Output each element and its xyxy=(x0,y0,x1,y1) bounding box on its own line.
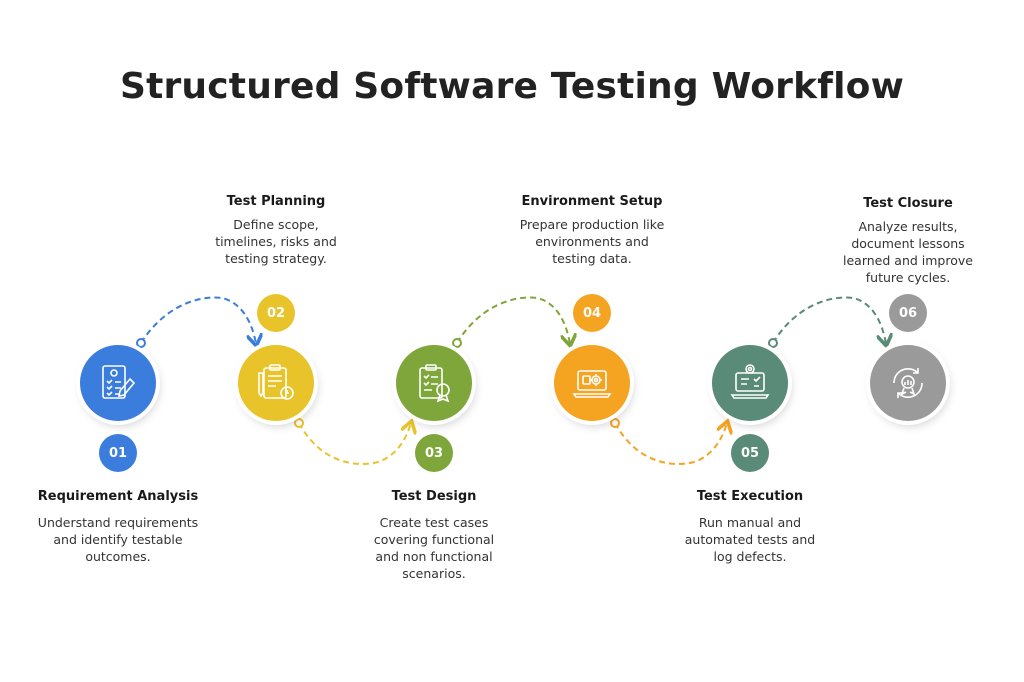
step-02-badge: 02 xyxy=(257,294,295,332)
step-04-circle xyxy=(554,345,630,421)
step-01-badge: 01 xyxy=(99,434,137,472)
cycle-report-icon xyxy=(893,368,923,398)
step-04-desc: Prepare production like environments and… xyxy=(519,217,665,266)
laptop-execution-icon xyxy=(730,364,770,399)
step-04-badge: 04 xyxy=(573,294,611,332)
connector-03-04 xyxy=(456,296,570,344)
step-03-badge: 03 xyxy=(415,434,453,472)
connector-dot xyxy=(768,338,778,348)
step-05-badge: 05 xyxy=(731,434,769,472)
laptop-gear-icon xyxy=(572,370,612,398)
step-01-desc: Understand requirements and identify tes… xyxy=(37,515,199,564)
connector-05-06 xyxy=(772,296,886,344)
step-06-title: Test Closure xyxy=(863,196,953,211)
step-03-title: Test Design xyxy=(391,489,477,504)
connector-dot xyxy=(610,418,620,428)
step-01-title: Requirement Analysis xyxy=(37,489,199,504)
test-case-clipboard-icon xyxy=(419,364,450,403)
step-02-title: Test Planning xyxy=(226,194,326,209)
step-06-circle xyxy=(870,345,946,421)
step-05-title: Test Execution xyxy=(696,489,804,504)
step-06-desc: Analyze results, document lessons learne… xyxy=(843,219,973,285)
step-05-desc: Run manual and automated tests and log d… xyxy=(684,515,816,564)
step-02-desc: Define scope, timelines, risks and testi… xyxy=(215,217,337,266)
step-03-desc: Create test cases covering functional an… xyxy=(373,515,495,581)
step-06-badge: 06 xyxy=(889,294,927,332)
requirements-checklist-icon xyxy=(102,365,136,399)
connector-dot xyxy=(294,418,304,428)
connector-04-05 xyxy=(614,423,727,465)
planning-clipboard-icon xyxy=(258,364,294,400)
step-02-circle xyxy=(238,345,314,421)
connector-02-03 xyxy=(298,423,411,465)
page-title: Structured Software Testing Workflow xyxy=(119,66,905,107)
connector-dot xyxy=(136,338,146,348)
step-01-circle xyxy=(80,345,156,421)
step-04-title: Environment Setup xyxy=(521,194,663,209)
step-05-circle xyxy=(712,345,788,421)
step-03-circle xyxy=(396,345,472,421)
connector-01-02 xyxy=(140,296,256,344)
connector-dot xyxy=(452,338,462,348)
